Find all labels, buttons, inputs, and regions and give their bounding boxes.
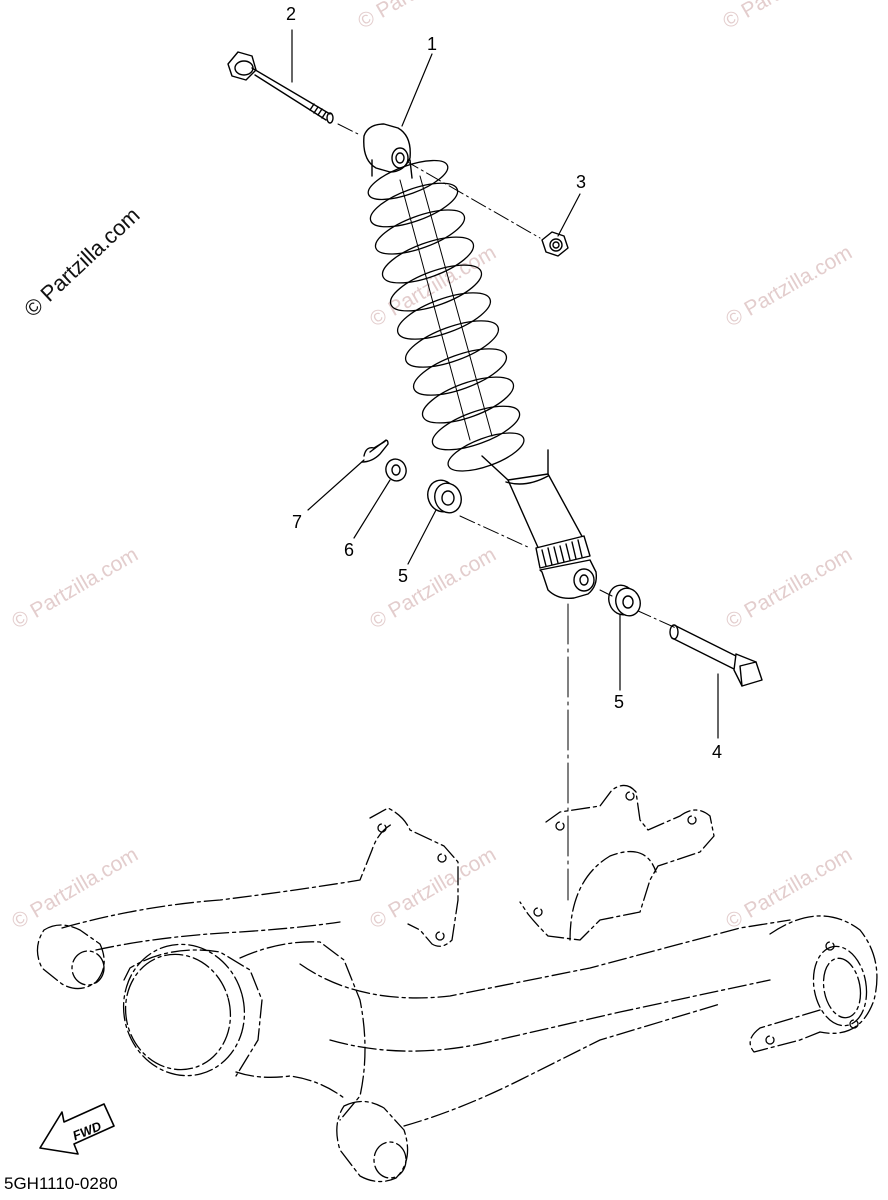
callout-3: 3 [576, 172, 587, 192]
swingarm-outline [36, 784, 878, 1183]
callout-5-lower: 5 [614, 692, 625, 712]
washer [385, 458, 407, 482]
fwd-arrow-icon: FWD [39, 1103, 115, 1155]
collar-lower [608, 584, 641, 617]
callout-1: 1 [427, 34, 438, 54]
callout-4: 4 [712, 742, 723, 762]
diagram-code: 5GH1110-0280 [4, 1174, 118, 1193]
callout-2: 2 [286, 4, 297, 24]
lower-bolt [669, 624, 763, 687]
shock-absorber [363, 123, 598, 600]
callout-6: 6 [344, 540, 355, 560]
callout-7: 7 [292, 512, 303, 532]
callout-5-upper: 5 [398, 566, 409, 586]
collar-upper [427, 479, 462, 514]
cotter-pin [361, 439, 389, 463]
upper-bolt [227, 51, 334, 124]
upper-nut [541, 231, 569, 257]
leader-lines [291, 29, 719, 739]
